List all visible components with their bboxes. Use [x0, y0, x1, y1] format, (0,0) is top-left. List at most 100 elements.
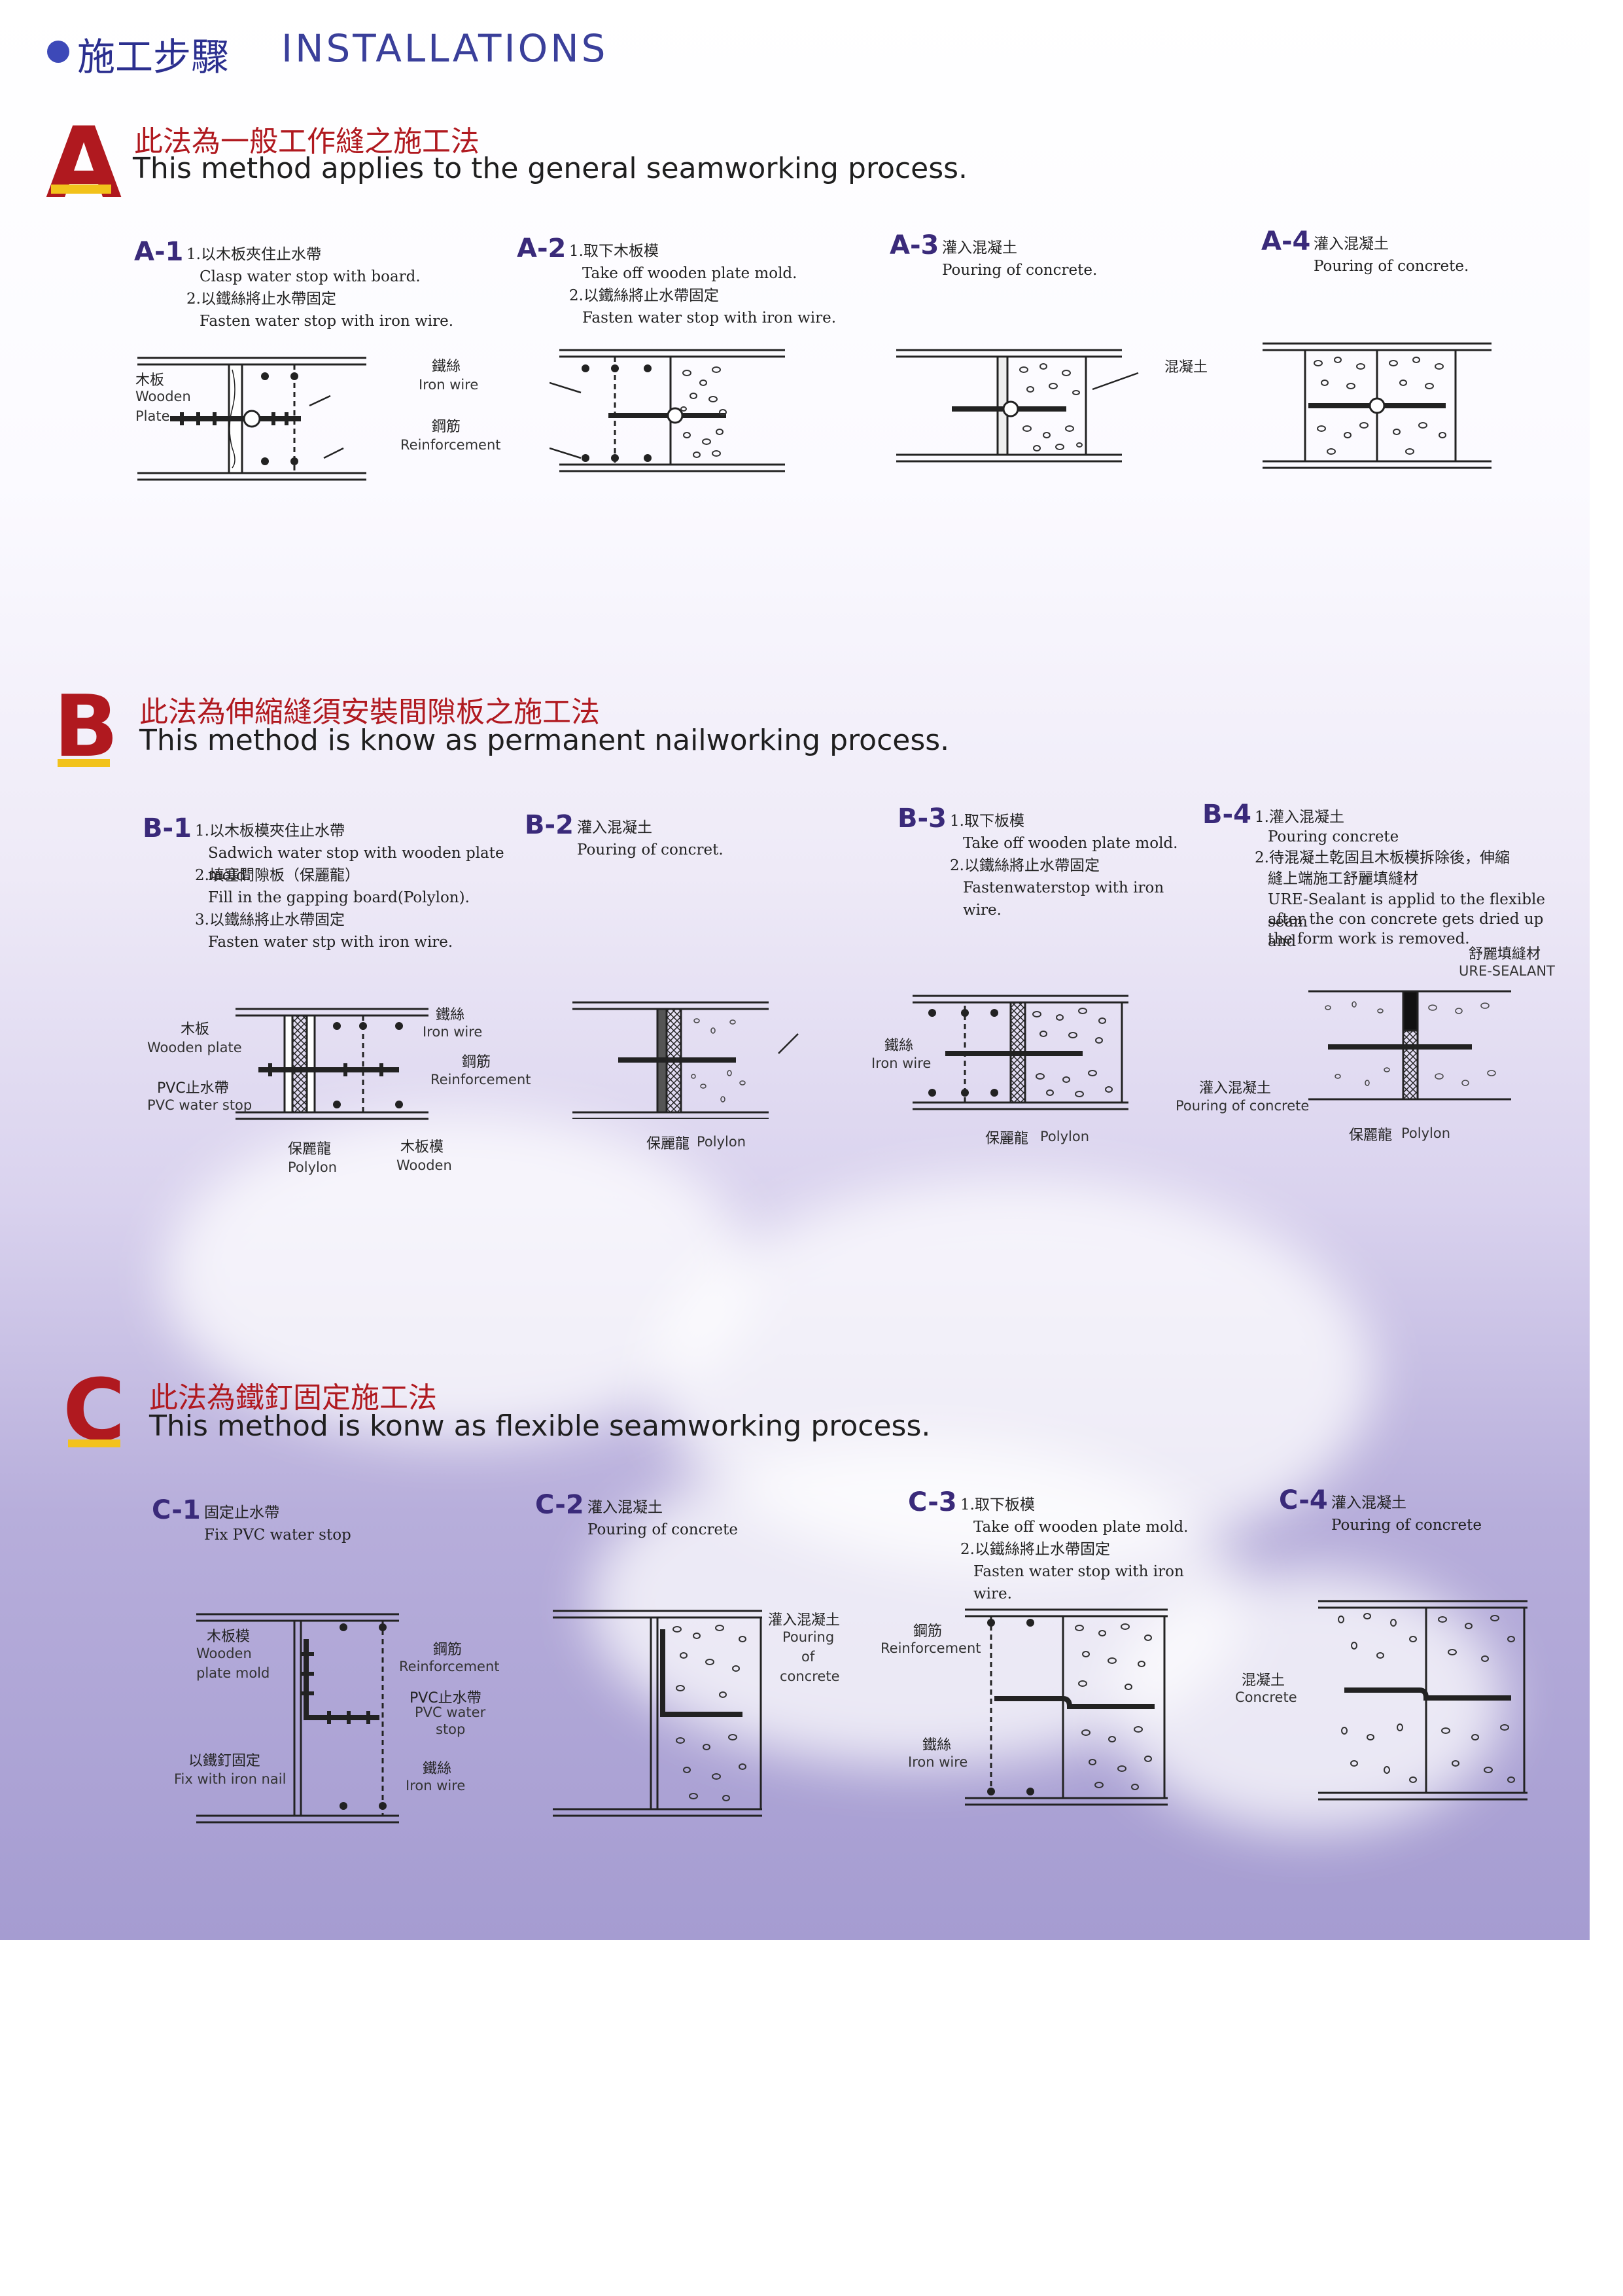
step-line: 灌入混凝土 [577, 819, 652, 836]
diagram-c2 [553, 1610, 762, 1817]
step-line: 固定止水帶 [204, 1504, 279, 1521]
step-id: C-3 [908, 1487, 957, 1517]
step-line: 1.取下板模 [960, 1496, 1035, 1513]
step-line: Clasp water stop with board. [200, 268, 421, 285]
step-id: C-2 [535, 1490, 584, 1520]
label-pour-en: of [801, 1649, 815, 1665]
step-line: 3.以鐵絲將止水帶固定 [195, 911, 345, 928]
diagram-a3 [896, 349, 1139, 463]
label-pour-en: Pouring of concrete [1176, 1098, 1310, 1114]
step-line: 2.以鐵絲將止水帶固定 [960, 1541, 1110, 1558]
label-wood-zh: 木板 [135, 372, 165, 389]
page-title-en: INSTALLATIONS [281, 26, 608, 71]
step-line: Fastenwaterstop with iron wire. [963, 879, 1164, 919]
step-line: Take off wooden plate mold. [973, 1519, 1189, 1536]
step-line: 1.取下木板模 [569, 243, 659, 260]
section-a-title-en: This method applies to the general seamw… [133, 152, 968, 185]
label-pour-en: concrete [780, 1669, 840, 1684]
label-pour-zh: 灌入混凝土 [768, 1612, 841, 1629]
step-line: Pouring of concrete [1331, 1517, 1482, 1534]
step-line: Pouring of concrete [587, 1521, 738, 1538]
step-line: Pouring of concret. [577, 841, 724, 858]
label-sealant-en: URE-SEALANT [1459, 963, 1555, 979]
label-wood-en: Plate [135, 408, 170, 424]
step-id: A-1 [134, 237, 184, 267]
step-id: C-1 [152, 1495, 201, 1525]
step-line: Fasten water stop with iron wire. [582, 309, 837, 327]
diagram-b1 [236, 1008, 428, 1120]
label-concrete-zh: 混凝土 [1242, 1672, 1285, 1689]
label-iron-en: Iron wire [908, 1754, 968, 1770]
label-poly-en: Polylon [1401, 1125, 1451, 1141]
section-c-title-zh: 此法為鐵釘固定施工法 [149, 1381, 437, 1415]
step-id: A-3 [890, 230, 939, 260]
page-title-zh: 施工步驟 [77, 35, 230, 79]
step-line: 2.以鐵絲將止水帶固定 [569, 287, 719, 304]
step-line: the form work is removed. [1268, 930, 1470, 947]
label-poly-zh: 保麗龍 [288, 1141, 332, 1157]
step-line: Take off wooden plate mold. [963, 835, 1178, 852]
label-iron-en: Iron wire [871, 1055, 932, 1071]
step-line: 1.以木板模夾住止水帶 [195, 822, 345, 839]
label-concrete-en: Concrete [1235, 1689, 1297, 1705]
label-rebar-zh: 鋼筋 [462, 1054, 491, 1070]
letter-underline [68, 1439, 120, 1447]
label-rebar-en: Reinforcement [400, 437, 501, 453]
letter-underline [58, 759, 110, 767]
label-pvc-zh: PVC止水帶 [410, 1690, 481, 1706]
section-c-title-en: This method is konw as flexible seamwork… [149, 1409, 931, 1443]
diagram-b4 [1308, 990, 1511, 1101]
step-line: Pouring concrete [1268, 828, 1399, 845]
label-mold-en: plate mold [196, 1665, 270, 1681]
step-line: after the con concrete gets dried up and [1268, 911, 1544, 950]
step-line: URE-Sealant is applid to the flexible se… [1268, 891, 1545, 930]
label-nail-zh: 以鐵釘固定 [188, 1753, 261, 1769]
diagram-b2 [572, 1001, 799, 1119]
step-line: Sadwich water stop with wooden plate mol… [208, 845, 504, 884]
label-rebar-en: Reinforcement [399, 1659, 500, 1674]
label-poly-en: Polylon [697, 1134, 746, 1150]
label-concrete-zh: 混凝土 [1164, 359, 1208, 376]
diagram-a1 [137, 357, 366, 481]
cloud-decoration [1112, 1570, 1505, 1832]
label-iron-en: Iron wire [406, 1778, 466, 1793]
label-iron-en: Iron wire [419, 377, 479, 393]
label-rebar-zh: 鋼筋 [432, 419, 461, 435]
step-id: B-4 [1202, 800, 1251, 830]
label-poly-en: Polylon [1040, 1129, 1090, 1144]
label-pvc-zh: PVC止水帶 [157, 1080, 229, 1097]
step-line: Pouring of concrete. [1314, 258, 1469, 275]
label-wood-en: Wooden plate [147, 1040, 242, 1055]
section-b-title-en: This method is know as permanent nailwor… [139, 724, 950, 757]
step-line: 灌入混凝土 [587, 1499, 663, 1516]
label-iron-zh: 鐵絲 [436, 1007, 465, 1023]
label-wood-en: Wooden [135, 389, 191, 404]
step-line: 灌入混凝土 [942, 239, 1017, 256]
label-rebar-en: Reinforcement [430, 1072, 531, 1087]
label-pvc-en: PVC water stop [147, 1097, 253, 1113]
step-line: Fasten water stop with iron wire. [200, 313, 454, 330]
step-line: 2.填塞間隙板（保麗龍） [195, 867, 360, 884]
label-mold-en: Wooden [196, 1646, 252, 1661]
step-id: B-2 [525, 810, 574, 840]
step-line: Fasten water stop with iron wire. [973, 1563, 1184, 1602]
step-line: 2.待混凝土乾固且木板模拆除後，伸縮 [1255, 849, 1510, 866]
section-letter-a: A [46, 107, 122, 221]
diagram-c3 [965, 1608, 1168, 1806]
label-mold-en: Wooden [396, 1157, 452, 1173]
step-line: 縫上端施工舒麗填縫材 [1268, 870, 1418, 887]
diagram-c1 [196, 1613, 399, 1824]
step-line: 2.以鐵絲將止水帶固定 [186, 291, 336, 308]
letter-underline [51, 185, 111, 194]
label-poly-en: Polylon [288, 1159, 338, 1175]
step-line: Fasten water stp with iron wire. [208, 934, 453, 951]
label-pour-en: Pouring [782, 1629, 835, 1645]
label-poly-zh: 保麗龍 [985, 1131, 1029, 1147]
step-line: Fix PVC water stop [204, 1527, 351, 1544]
section-letter-c: C [63, 1360, 126, 1460]
section-letter-b: B [54, 677, 119, 776]
step-line: 1.灌入混凝土 [1255, 809, 1344, 826]
label-wood-zh: 木板 [181, 1021, 210, 1038]
section-a-title-zh: 此法為一般工作縫之施工法 [134, 125, 480, 158]
label-sealant-zh: 舒麗填縫材 [1469, 946, 1541, 963]
